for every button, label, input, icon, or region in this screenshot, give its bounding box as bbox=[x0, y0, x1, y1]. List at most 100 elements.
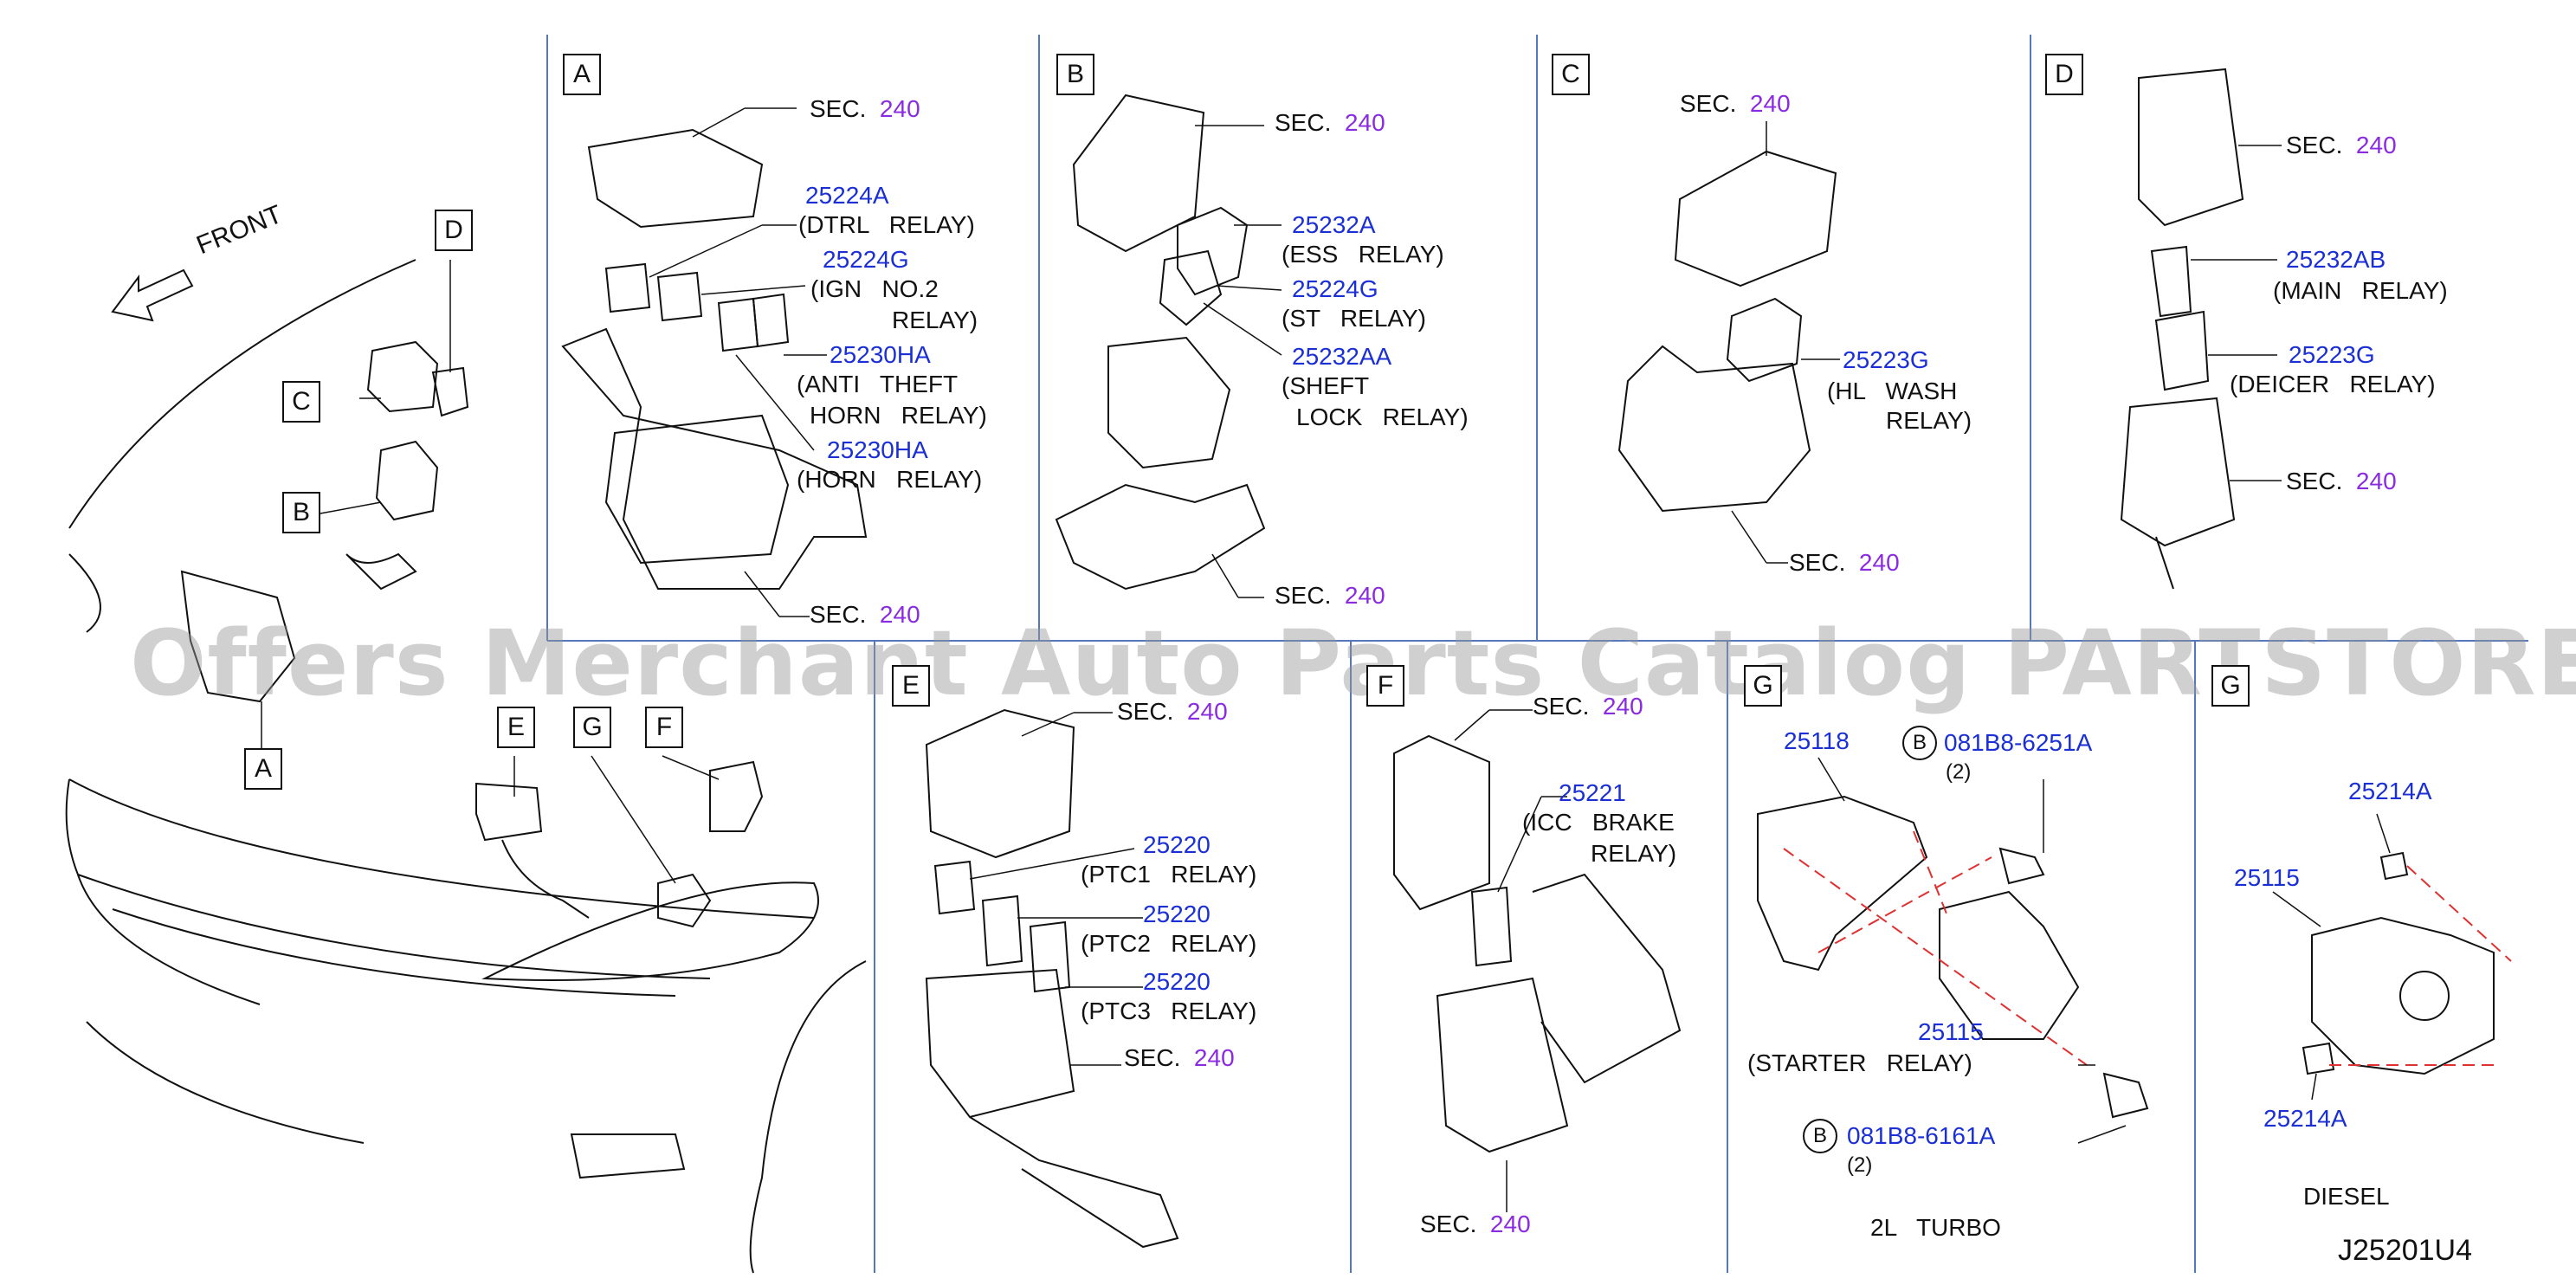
overview-callout-b[interactable]: B bbox=[282, 492, 320, 533]
panel-d-leaders bbox=[2191, 145, 2282, 481]
panel-f-parts bbox=[1393, 734, 1682, 1153]
panel-g2-variant: DIESEL bbox=[2303, 1183, 2390, 1210]
panel-g2-leaders bbox=[2272, 813, 2391, 1101]
panel-f-leaders bbox=[1454, 709, 1567, 1212]
panel-d-sec-top[interactable]: SEC. 240 bbox=[2286, 132, 2397, 158]
panel-g1-bolt2-mark: B bbox=[1803, 1119, 1837, 1153]
panel-g1-desc-starter-relay: (STARTER RELAY) bbox=[1747, 1049, 1972, 1076]
panel-d-desc-deicer: (DEICER RELAY) bbox=[2230, 371, 2436, 397]
panel-c-parts bbox=[1617, 150, 1837, 513]
panel-d-part-main[interactable]: 25232AB bbox=[2286, 246, 2386, 273]
panel-a-parts bbox=[561, 128, 868, 590]
panel-e-sec-bottom[interactable]: SEC. 240 bbox=[1124, 1044, 1235, 1071]
panel-b-leaders bbox=[1195, 125, 1282, 598]
overview-callout-d[interactable]: D bbox=[435, 210, 473, 251]
panel-f-desc-icc-brake: (ICC BRAKE bbox=[1522, 809, 1675, 836]
panel-c-leaders bbox=[1731, 121, 1840, 564]
panel-e-sec-top[interactable]: SEC. 240 bbox=[1117, 698, 1228, 725]
panel-g1-dash bbox=[1783, 830, 2088, 1066]
overview-callout-f[interactable]: F bbox=[645, 707, 683, 748]
panel-g1-part-bolt2[interactable]: 081B8-6161A bbox=[1847, 1122, 1996, 1149]
panel-dividers bbox=[546, 35, 2528, 1273]
panel-a-part-horn[interactable]: 25230HA bbox=[827, 436, 928, 463]
panel-b-part-shift-lock[interactable]: 25232AA bbox=[1292, 343, 1392, 370]
panel-g2-part-bolt-2[interactable]: 25214A bbox=[2263, 1105, 2347, 1132]
panel-g1-bolt1-qty: (2) bbox=[1946, 760, 1972, 784]
panel-c-letter: C bbox=[1552, 54, 1590, 95]
overview-callout-c[interactable]: C bbox=[282, 381, 320, 423]
panel-a-sec-bottom[interactable]: SEC. 240 bbox=[810, 601, 920, 628]
front-arrow-icon bbox=[111, 268, 194, 322]
panel-b-desc-shift-lock: (SHEFT bbox=[1282, 372, 1370, 399]
panel-a-desc-ign: (IGN NO.2 bbox=[810, 275, 939, 302]
panel-g1-part-bolt1[interactable]: 081B8-6251A bbox=[1944, 729, 2093, 756]
panel-e-desc-ptc3: (PTC3 RELAY) bbox=[1081, 998, 1257, 1024]
panel-g1-bolt2-qty: (2) bbox=[1847, 1153, 1873, 1177]
panel-g1-part-bracket[interactable]: 25118 bbox=[1784, 727, 1850, 754]
overview-leaders bbox=[261, 260, 720, 884]
panel-a-sec-top[interactable]: SEC. 240 bbox=[810, 95, 920, 122]
overview-components bbox=[180, 340, 764, 928]
panel-b-desc-ess: (ESS RELAY) bbox=[1282, 241, 1444, 268]
panel-g2-part-bolt[interactable]: 25214A bbox=[2348, 778, 2432, 804]
panel-c-sec-top[interactable]: SEC. 240 bbox=[1680, 90, 1791, 117]
panel-e-part-ptc2[interactable]: 25220 bbox=[1143, 901, 1211, 927]
panel-e-letter: E bbox=[892, 665, 930, 707]
panel-a-leaders bbox=[649, 107, 827, 617]
panel-f-desc-icc-brake-2: RELAY) bbox=[1591, 840, 1677, 867]
panel-e-part-ptc1[interactable]: 25220 bbox=[1143, 831, 1211, 858]
panel-b-desc-st: (ST RELAY) bbox=[1282, 305, 1427, 332]
panel-g1-parts bbox=[1757, 795, 2149, 1119]
panel-a-desc-dtrl: (DTRL RELAY) bbox=[798, 211, 975, 238]
panel-a-part-ign[interactable]: 25224G bbox=[823, 246, 909, 273]
panel-g2-dash bbox=[2329, 865, 2512, 1066]
panel-f-part-icc-brake[interactable]: 25221 bbox=[1559, 779, 1626, 806]
panel-g2-letter: G bbox=[2211, 665, 2250, 707]
panel-e-parts bbox=[925, 708, 1179, 1249]
panel-b-parts bbox=[1055, 94, 1266, 591]
panel-a-desc-anti-theft-2: HORN RELAY) bbox=[810, 402, 987, 429]
panel-g2-parts bbox=[2302, 851, 2495, 1075]
panel-e-desc-ptc1: (PTC1 RELAY) bbox=[1081, 861, 1257, 888]
panel-b-part-st[interactable]: 25224G bbox=[1292, 275, 1378, 302]
panel-g1-bolt1-mark: B bbox=[1902, 726, 1937, 760]
car-outline bbox=[65, 259, 867, 1274]
panel-b-desc-shift-lock-2: LOCK RELAY) bbox=[1296, 404, 1469, 430]
overview-callout-a[interactable]: A bbox=[244, 748, 282, 790]
panel-d-parts bbox=[2120, 68, 2244, 590]
panel-a-desc-ign-2: RELAY) bbox=[892, 307, 978, 333]
panel-g1-part-starter-relay[interactable]: 25115 bbox=[1918, 1018, 1984, 1045]
panel-b-part-ess[interactable]: 25232A bbox=[1292, 211, 1376, 238]
panel-e-leaders bbox=[969, 712, 1143, 1066]
overview-callout-e[interactable]: E bbox=[497, 707, 535, 748]
panel-c-part-hl-wash[interactable]: 25223G bbox=[1843, 346, 1929, 373]
panel-g1-leaders bbox=[1817, 757, 2127, 1144]
overview-callout-g[interactable]: G bbox=[573, 707, 611, 748]
panel-f-sec-bottom[interactable]: SEC. 240 bbox=[1420, 1211, 1531, 1237]
panel-f-letter: F bbox=[1366, 665, 1404, 707]
panel-d-part-deicer[interactable]: 25223G bbox=[2289, 341, 2375, 368]
panel-e-part-ptc3[interactable]: 25220 bbox=[1143, 968, 1211, 995]
panel-a-letter: A bbox=[563, 54, 601, 95]
panel-f-sec-top[interactable]: SEC. 240 bbox=[1533, 693, 1643, 720]
panel-a-part-anti-theft[interactable]: 25230HA bbox=[830, 341, 931, 368]
panel-d-sec-bottom[interactable]: SEC. 240 bbox=[2286, 468, 2397, 494]
panel-g1-variant: 2L TURBO bbox=[1870, 1214, 2001, 1241]
panel-d-letter: D bbox=[2045, 54, 2083, 95]
panel-g2-part-relay[interactable]: 25115 bbox=[2234, 864, 2300, 891]
watermark: Offers Merchant Auto Parts Catalog PARTS… bbox=[130, 610, 2576, 716]
panel-c-desc-hl-wash-2: RELAY) bbox=[1886, 407, 1972, 434]
panel-d-desc-main: (MAIN RELAY) bbox=[2273, 277, 2448, 304]
panel-b-sec-top[interactable]: SEC. 240 bbox=[1275, 109, 1385, 136]
panel-a-desc-anti-theft: (ANTI THEFT bbox=[797, 371, 959, 397]
panel-c-sec-bottom[interactable]: SEC. 240 bbox=[1789, 549, 1900, 576]
panel-c-desc-hl-wash: (HL WASH bbox=[1827, 378, 1958, 404]
panel-a-desc-horn: (HORN RELAY) bbox=[797, 466, 983, 493]
panel-e-desc-ptc2: (PTC2 RELAY) bbox=[1081, 930, 1257, 957]
panel-b-letter: B bbox=[1056, 54, 1094, 95]
panel-b-sec-bottom[interactable]: SEC. 240 bbox=[1275, 582, 1385, 609]
panel-a-part-dtrl[interactable]: 25224A bbox=[805, 182, 889, 209]
panel-g1-letter: G bbox=[1744, 665, 1782, 707]
